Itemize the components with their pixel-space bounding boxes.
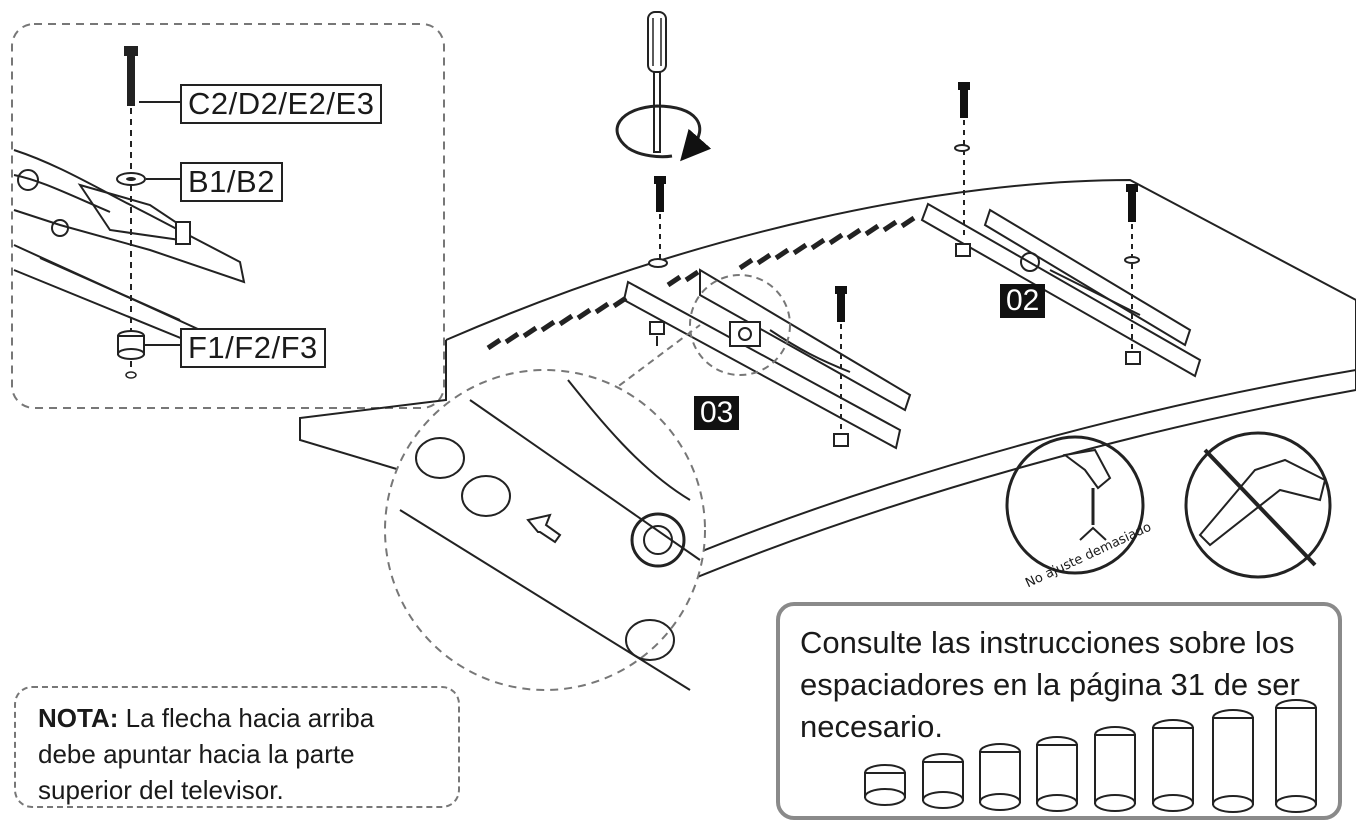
rotate-arrow-icon [615, 104, 712, 162]
bracket-left [622, 268, 912, 450]
screw-label: C2/D2/E2/E3 [180, 84, 383, 124]
bracket-tag-left: 03 [694, 396, 740, 430]
bracket-right [920, 202, 1202, 378]
consult-text: Consulte las instrucciones sobre los esp… [800, 625, 1300, 744]
consult-box: Consulte las instrucciones sobre los esp… [776, 602, 1342, 820]
screwdriver-icon [647, 11, 667, 153]
spacer-label: F1/F2/F3 [180, 328, 326, 368]
vent-slots [486, 215, 916, 351]
no-overtighten-icon [1005, 435, 1145, 575]
inset-bracket [13, 149, 246, 352]
tv-back-panel [299, 178, 1356, 581]
main-screws [648, 82, 1141, 447]
note-label: NOTA: [38, 703, 119, 733]
zoom-detail [384, 274, 791, 691]
spacers [864, 699, 1317, 813]
note-text: La flecha hacia arriba debe apuntar haci… [38, 703, 375, 805]
no-allen-key-icon [1184, 431, 1332, 579]
washer-label: B1/B2 [180, 162, 283, 202]
bracket-tag-right: 02 [1000, 284, 1046, 318]
inset-spacer [117, 330, 182, 379]
inset-frame [11, 23, 445, 409]
inset-screw [124, 46, 182, 370]
inset-washer [116, 172, 182, 186]
note-box: NOTA: La flecha hacia arriba debe apunta… [14, 686, 460, 808]
